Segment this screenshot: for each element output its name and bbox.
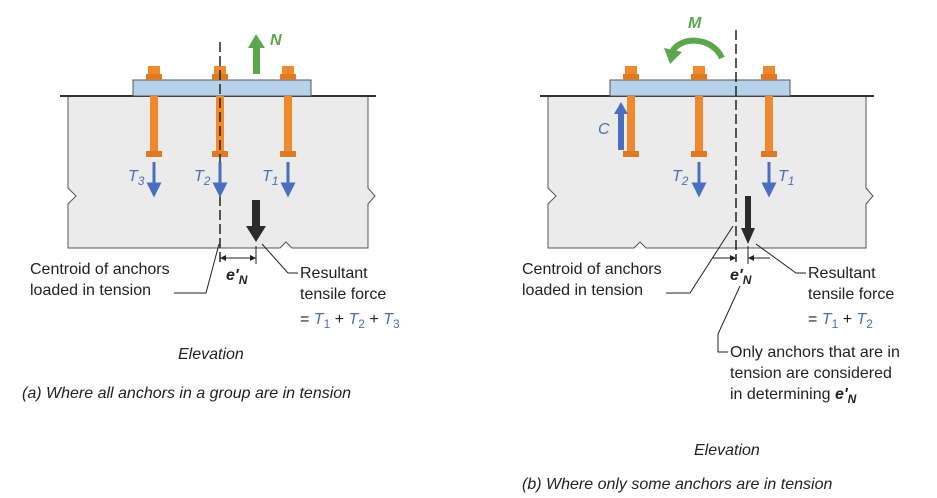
eccentricity-label-a: e'N (226, 267, 248, 287)
caption-b: (b) Where only some anchors are in tensi… (522, 476, 832, 493)
anchor-a-right (280, 66, 296, 157)
centroid-label-a: Centroid of anchors loaded in tension (30, 261, 174, 299)
resultant-arrow-b (741, 196, 755, 244)
elevation-label-a: Elevation (178, 346, 244, 363)
moment-arrow-m (664, 37, 725, 64)
note-leader-b (717, 285, 741, 353)
tension-label-t1: T1 (262, 168, 278, 188)
elevation-label-b: Elevation (694, 442, 760, 459)
concrete-member-b (547, 95, 874, 249)
anchor-b-middle (691, 66, 707, 157)
tension-label-t1-b: T1 (778, 168, 794, 188)
eccentricity-label-b: e'N (730, 267, 752, 287)
moment-label-m: M (688, 15, 702, 32)
panel-a: N T3 T2 T1 e'N Centroid of anchors loade… (22, 32, 400, 402)
panel-b: M C T2 T1 e'N Centroid o (522, 15, 904, 493)
anchor-b-right (761, 66, 777, 157)
resultant-equation-b: = T1 + T2 (808, 311, 873, 331)
compression-label-c: C (598, 121, 610, 138)
base-plate-b (609, 79, 791, 97)
tension-label-t2-b: T2 (672, 168, 689, 188)
anchor-a-left (146, 66, 162, 157)
centroid-leader-b (666, 225, 734, 294)
eccentricity-dimension-b (712, 246, 770, 264)
resultant-arrow-a (246, 200, 266, 242)
tension-label-t2: T2 (194, 168, 211, 188)
resultant-label-b: Resultant tensile force (808, 265, 894, 303)
eccentricity-dimension-a (220, 246, 257, 264)
resultant-label-a: Resultant tensile force (300, 265, 386, 303)
load-label-n: N (270, 32, 282, 49)
base-plate-a (132, 79, 312, 97)
resultant-leader-a (261, 243, 298, 274)
note-label-b: Only anchors that are in tension are con… (730, 344, 904, 406)
anchor-b-left (623, 66, 639, 157)
caption-a: (a) Where all anchors in a group are in … (22, 385, 351, 402)
applied-load-arrow-n (248, 34, 265, 74)
tension-label-t3: T3 (128, 168, 145, 188)
compression-arrow-c (614, 102, 628, 150)
resultant-leader-b (755, 243, 806, 274)
centroid-leader-a (174, 243, 220, 294)
centroid-label-b: Centroid of anchors loaded in tension (522, 261, 666, 299)
resultant-equation-a: = T1 + T2 + T3 (300, 311, 400, 331)
